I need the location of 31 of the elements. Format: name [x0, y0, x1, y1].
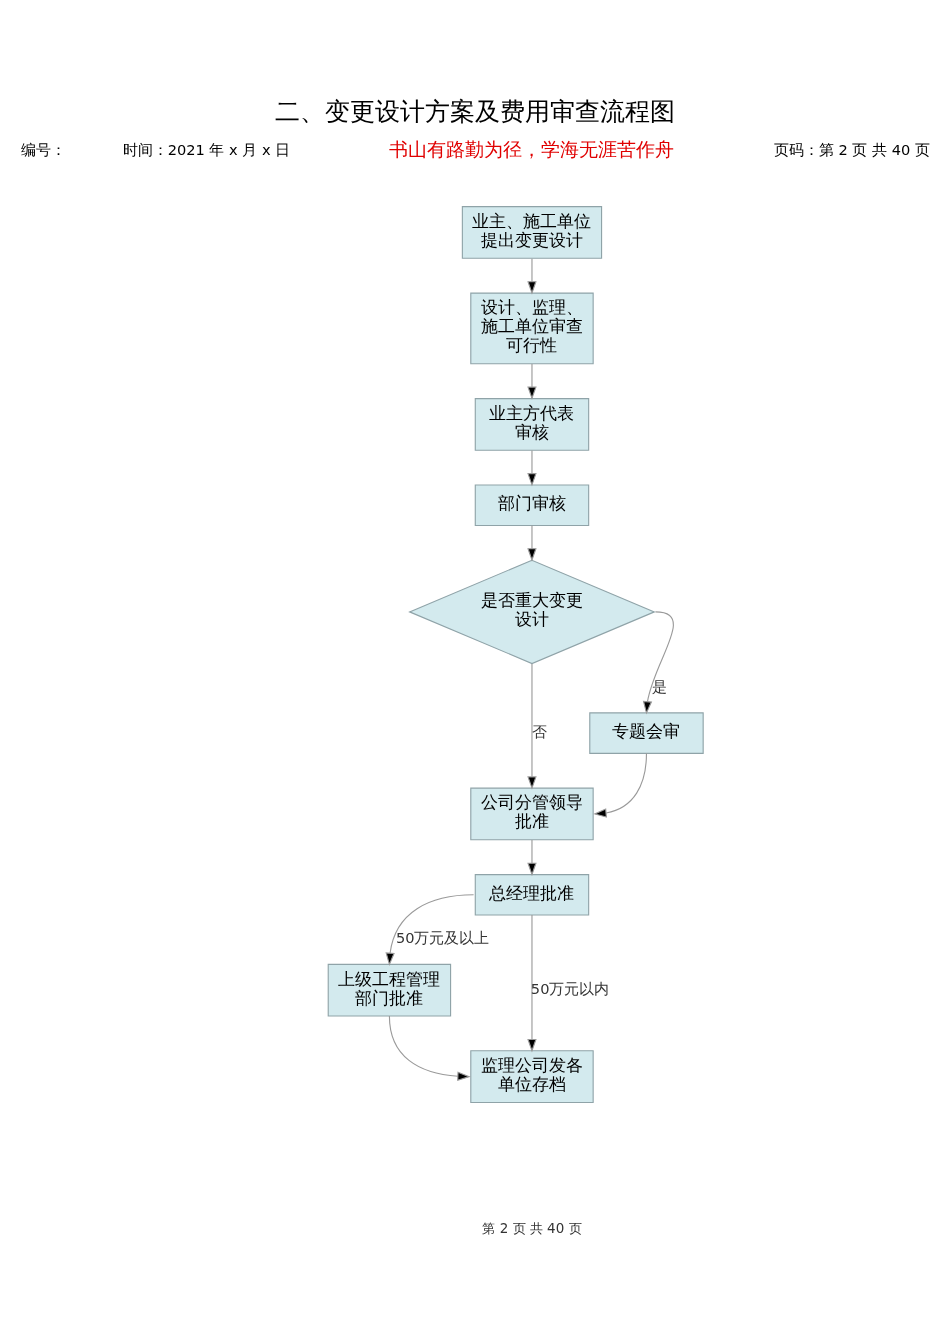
- label: 书山有路勤为径，学海无涯苦作舟: [389, 137, 675, 160]
- label: 页码：第 2 页 共 40 页: [773, 140, 930, 158]
- node-box: 专题会审: [589, 711, 704, 754]
- node-box: 上级工程管理部门批准: [327, 963, 452, 1017]
- diagram-title: 二、变更设计方案及费用审查流程图: [275, 96, 675, 126]
- label: 编号：: [21, 140, 67, 158]
- arrow: [593, 752, 648, 818]
- label: 第 2 页 共 40 页: [482, 1219, 582, 1236]
- arrow: [527, 257, 537, 295]
- arrow: [527, 914, 537, 1052]
- node-box: 业主、施工单位提出变更设计: [461, 205, 603, 259]
- node-box: 部门审核: [474, 483, 590, 526]
- edge-label: 50万元以内: [530, 979, 610, 997]
- node-box: 设计、监理、施工单位审查可行性: [470, 292, 594, 364]
- node-diamond: 是否重大变更设计: [408, 559, 656, 664]
- arrow: [642, 610, 674, 715]
- arrow: [527, 838, 537, 876]
- arrow: [527, 449, 537, 487]
- arrow: [385, 893, 475, 966]
- edge-label: 是: [651, 677, 667, 695]
- node-box: 监理公司发各单位存档: [470, 1049, 594, 1103]
- edge-label: 否: [531, 722, 547, 740]
- label: 时间：2021 年 x 月 x 日: [122, 140, 291, 158]
- arrow: [527, 524, 537, 562]
- node-box: 总经理批准: [474, 873, 590, 916]
- arrow: [527, 362, 537, 400]
- node-box: 业主方代表审核: [474, 397, 590, 451]
- arrow: [388, 1014, 471, 1081]
- edge-label: 50万元及以上: [395, 928, 490, 946]
- node-box: 公司分管领导批准: [470, 787, 594, 840]
- arrow: [527, 662, 537, 790]
